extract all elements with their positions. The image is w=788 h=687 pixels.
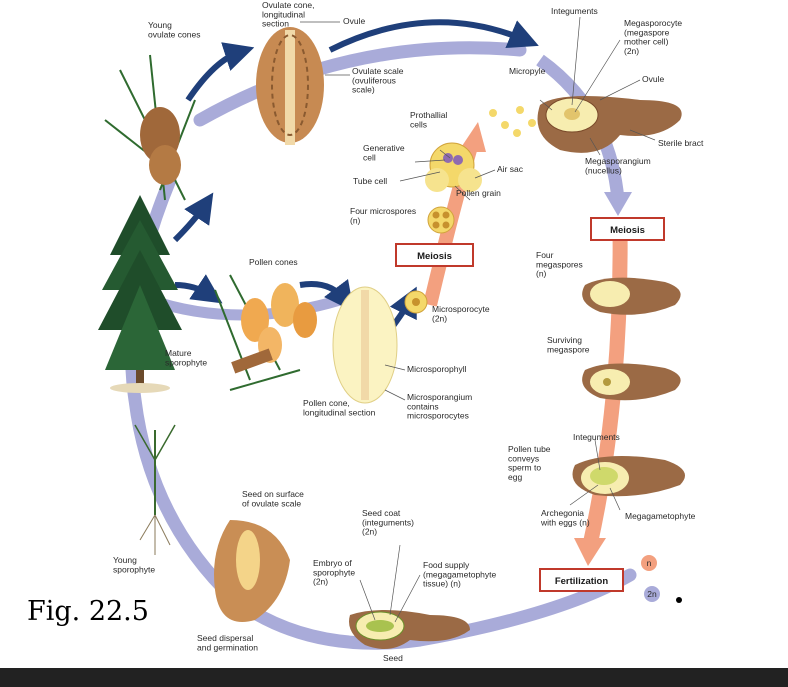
arrow-to-ovule — [328, 19, 539, 53]
meiosis-box-left: Meiosis — [395, 243, 474, 267]
label-megasporangium: Megasporangium(nucellus) — [585, 156, 651, 175]
microsporocyte-cell — [404, 290, 428, 314]
meiosis-box-right: Meiosis — [590, 217, 665, 241]
label-ovule-right: Ovule — [642, 74, 664, 84]
label-microsporocyte: Microsporocyte(2n) — [432, 304, 490, 323]
seed-bottom — [349, 610, 470, 649]
pollen-cone-section — [332, 286, 398, 404]
label-seed: Seed — [383, 653, 403, 663]
diploid-cycle-arc — [193, 41, 527, 127]
figure-label: Fig. 22.5 — [27, 596, 149, 627]
legend-haploid: n — [647, 558, 652, 568]
diploid-arrowhead-right — [604, 192, 632, 216]
label-pollen-cones: Pollen cones — [249, 257, 298, 267]
pollen-cones — [214, 274, 317, 391]
label-four-microspores: Four microspores(n) — [350, 206, 416, 225]
mature-sporophyte-tree — [98, 195, 182, 393]
megaspore-stage-2 — [582, 363, 681, 401]
ovulate-cone-section — [256, 27, 324, 145]
four-microspores — [427, 206, 455, 234]
label-pollen-grain: Pollen grain — [456, 188, 501, 198]
pollen-grain — [425, 142, 482, 192]
young-ovulate-cones — [104, 54, 196, 201]
label-ovule: Ovule — [343, 16, 365, 26]
haploid-arrowhead-pollen — [458, 122, 486, 152]
fertilization-label: Fertilization — [555, 576, 609, 587]
arrow-to-pollen-section — [299, 278, 355, 312]
label-sterile-bract: Sterile bract — [658, 138, 704, 148]
megagametophyte-stage — [572, 456, 685, 497]
meiosis-left-label: Meiosis — [417, 251, 452, 262]
arrow-tree-to-cones — [172, 192, 214, 243]
arrow-to-pollen-cones — [174, 274, 223, 304]
label-micropyle: Micropyle — [509, 66, 546, 76]
bottom-bar — [0, 668, 788, 687]
haploid-arrowhead-fertilization — [574, 538, 606, 566]
label-megagametophyte: Megagametophyte — [625, 511, 696, 521]
label-tube-cell: Tube cell — [353, 176, 387, 186]
arrow-to-ovulate-section — [185, 42, 255, 102]
label-air-sac: Air sac — [497, 164, 524, 174]
legend: n 2n — [641, 555, 682, 603]
label-pollen-cone-section: Pollen cone,longitudinal section — [303, 398, 376, 417]
young-sporophyte-plant — [134, 424, 176, 555]
meiosis-right-label: Meiosis — [610, 225, 645, 236]
fertilization-box: Fertilization — [539, 568, 624, 592]
megaspore-stage-1 — [582, 277, 681, 315]
pollen-particles — [489, 106, 536, 137]
label-seed-coat: Seed coat(integuments)(2n) — [362, 508, 414, 537]
label-microsporophyll: Microsporophyll — [407, 364, 467, 374]
ovule-top — [537, 96, 682, 153]
legend-diploid: 2n — [647, 589, 657, 599]
leader-lines — [300, 16, 656, 623]
label-integuments-top: Integuments — [551, 6, 598, 16]
label-integuments-lower: Integuments — [573, 432, 620, 442]
seed-on-scale — [214, 520, 290, 622]
